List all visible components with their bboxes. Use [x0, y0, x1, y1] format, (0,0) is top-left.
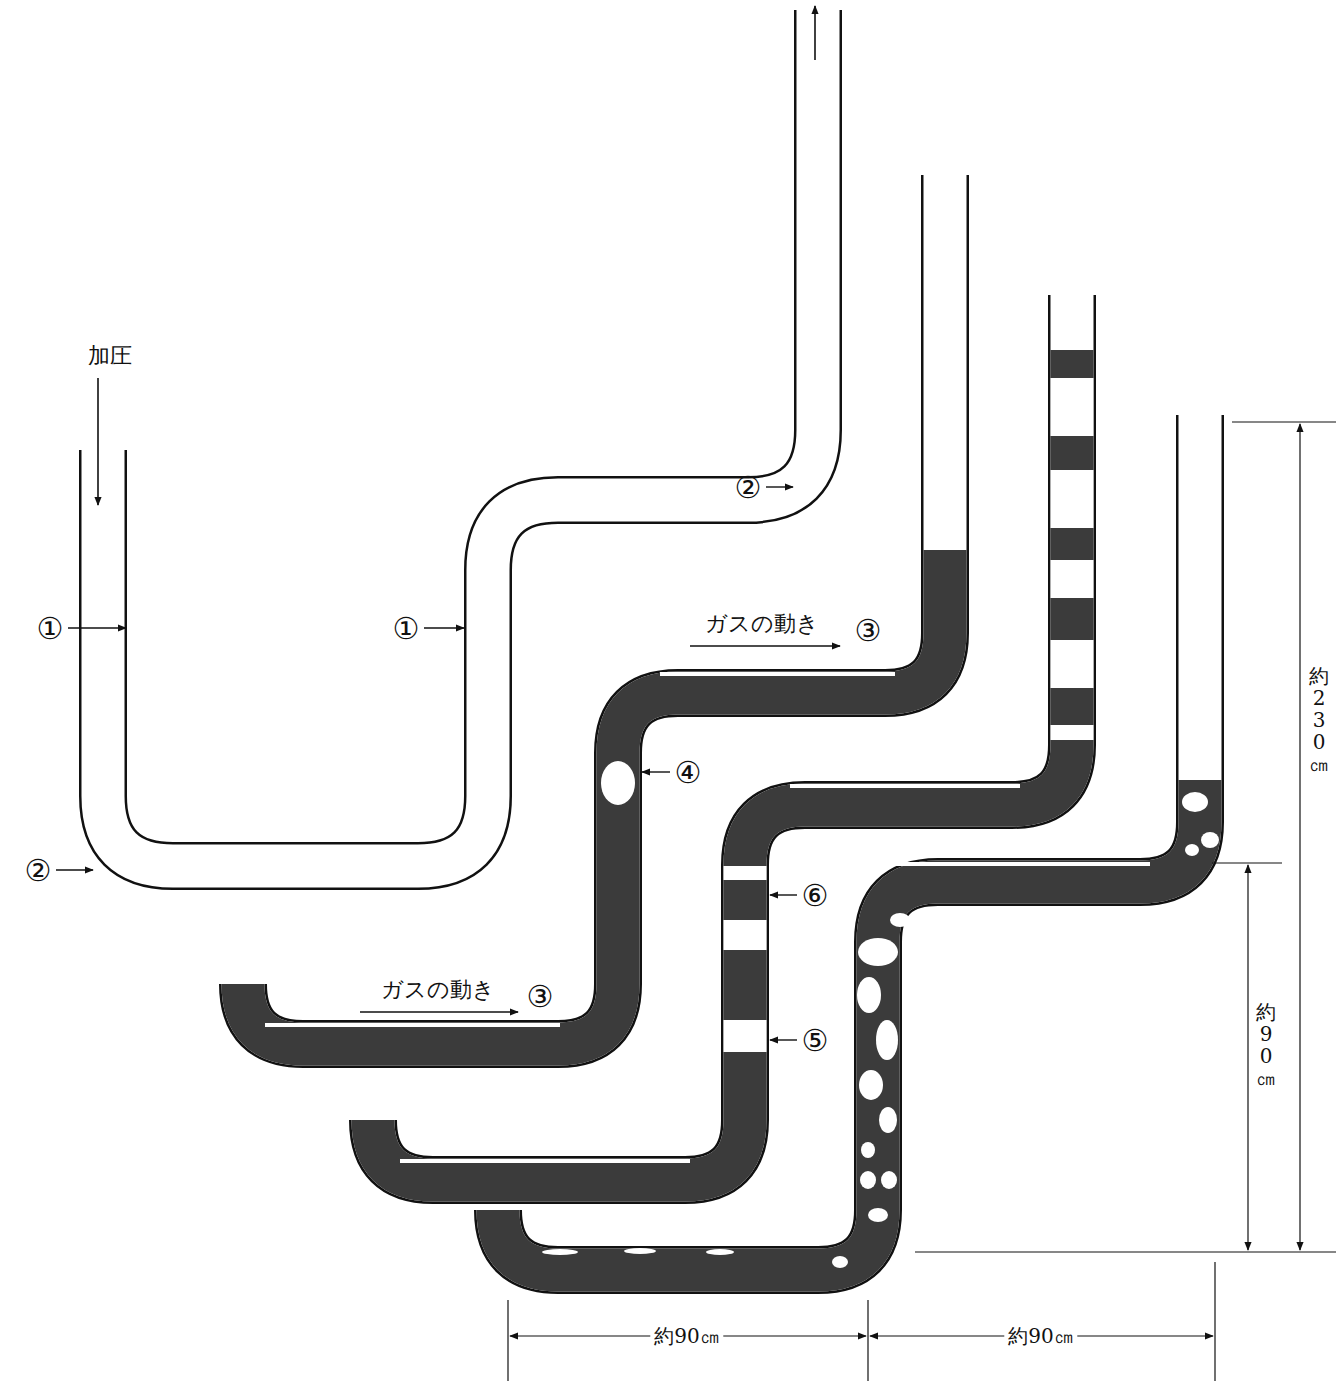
- gas-bubble: [868, 1208, 888, 1222]
- pipe-bore: [373, 295, 1072, 1180]
- pipe-bore: [243, 175, 945, 1044]
- gas-bubble: [601, 761, 635, 805]
- gas-slug: [1051, 640, 1094, 688]
- gas-slug: [1051, 470, 1094, 528]
- liquid-fill: [373, 350, 1072, 1180]
- dimension-text: 約90㎝: [1004, 1325, 1077, 1347]
- gas-bubble: [859, 1070, 883, 1100]
- dimension-line: [1299, 424, 1300, 1250]
- gas-bubble: [1201, 832, 1219, 848]
- pipe-bore: [498, 415, 1200, 1270]
- extension-line: [915, 1251, 1336, 1252]
- pipe-stage: [103, 10, 818, 866]
- gas-bubble: [890, 913, 910, 927]
- gas-slug: [1051, 378, 1094, 436]
- leader-line: [770, 1039, 797, 1040]
- pipe-wall: [498, 415, 1200, 1270]
- pipe-wall: [373, 295, 1072, 1180]
- gas-flow-arrow: [690, 645, 840, 646]
- gas-bubble: [876, 1020, 898, 1060]
- dimension-text: 約230㎝: [1309, 661, 1329, 779]
- leader-line: [56, 869, 93, 870]
- gas-slug: [724, 1020, 767, 1052]
- gas-bubble: [706, 1249, 734, 1255]
- gas-layer: [660, 672, 895, 676]
- callout-number: ②: [735, 471, 762, 504]
- liquid-fill: [498, 780, 1200, 1270]
- callout-number: ①: [37, 612, 64, 645]
- callout-number: ④: [675, 756, 702, 789]
- gas-bubble: [860, 1171, 876, 1189]
- gas-bubble: [832, 1256, 848, 1268]
- pipe-wall: [103, 10, 818, 866]
- extension-line: [507, 1300, 508, 1381]
- gas-bubble: [542, 1249, 578, 1255]
- leader-line: [68, 627, 126, 628]
- dimension-text: 約90㎝: [650, 1325, 723, 1347]
- gas-motion-label: ガスの動き: [381, 978, 495, 1002]
- callout-number: ①: [393, 612, 420, 645]
- gas-bubble: [1182, 792, 1208, 812]
- callout-number: ②: [25, 854, 52, 887]
- gas-slug: [724, 866, 767, 880]
- pipe-wall: [243, 175, 945, 1044]
- leader-line: [424, 627, 464, 628]
- gas-motion-label: ガスの動き: [705, 612, 819, 636]
- callout-number: ⑤: [802, 1024, 829, 1057]
- gas-slug: [724, 920, 767, 950]
- leader-line: [770, 894, 797, 895]
- extension-line: [1212, 862, 1282, 863]
- leader-line: [642, 771, 670, 772]
- pressure-arrow: [97, 378, 99, 505]
- callout-number: ⑥: [802, 879, 829, 912]
- gas-bubble: [881, 1171, 897, 1189]
- pipe-bore: [103, 10, 818, 866]
- gas-layer: [400, 1159, 690, 1163]
- extension-line: [1214, 1262, 1215, 1381]
- outlet-arrow: [814, 6, 816, 60]
- pipe-stage: [373, 295, 1072, 1180]
- gas-bubble: [624, 1248, 656, 1254]
- callout-number: ③: [855, 614, 882, 647]
- gas-bubble: [857, 977, 881, 1013]
- gas-flow-arrow: [360, 1011, 518, 1012]
- dimension-line: [1247, 865, 1248, 1250]
- pressure-label: 加圧: [88, 344, 132, 368]
- callout-number: ③: [527, 980, 554, 1013]
- leader-line: [766, 486, 793, 487]
- gas-bubble: [858, 938, 898, 966]
- gas-bubble: [879, 1107, 897, 1133]
- gas-bubble: [1185, 844, 1199, 856]
- dimension-text: 約90㎝: [1256, 997, 1276, 1093]
- extension-line: [867, 1300, 868, 1381]
- extension-line: [1232, 421, 1336, 422]
- gas-layer: [790, 784, 1020, 788]
- gas-bubble: [861, 1142, 875, 1158]
- pipe-stage: [498, 415, 1200, 1270]
- gas-layer: [880, 862, 1150, 866]
- gas-slug: [1051, 725, 1094, 740]
- gas-layer: [265, 1023, 560, 1027]
- pipe-stage: [243, 175, 945, 1044]
- gas-slug: [1051, 560, 1094, 598]
